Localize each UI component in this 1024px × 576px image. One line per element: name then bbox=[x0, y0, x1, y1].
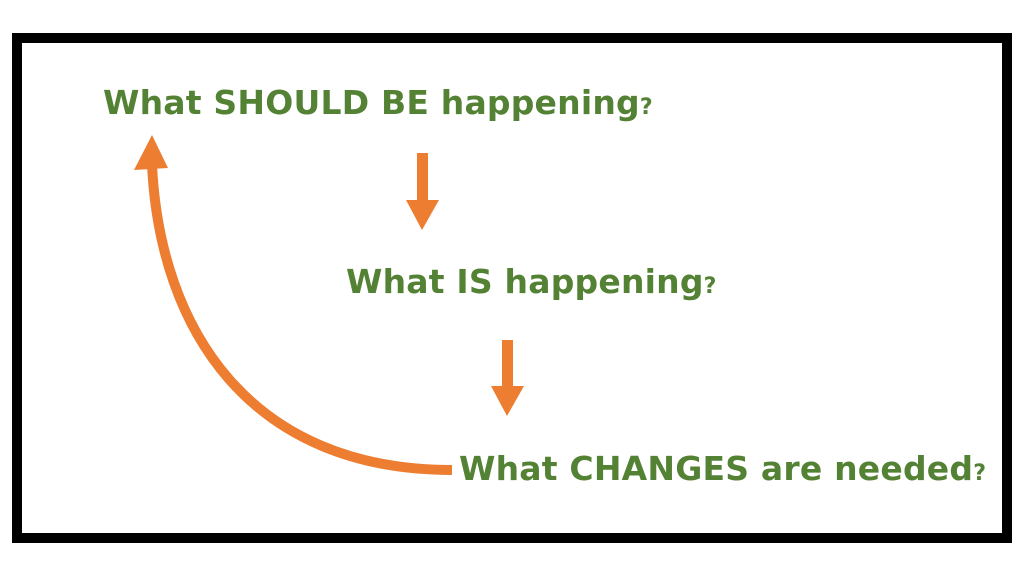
step-changes-mark: ? bbox=[973, 461, 987, 486]
down-arrow-2 bbox=[491, 340, 524, 416]
step-changes-text: What CHANGES are needed bbox=[459, 449, 974, 488]
step-is: What IS happening? bbox=[346, 265, 717, 298]
down-arrow-1 bbox=[406, 153, 439, 230]
step-should-be: What SHOULD BE happening? bbox=[103, 86, 653, 119]
step-is-text: What IS happening bbox=[346, 262, 704, 301]
step-should-be-text: What SHOULD BE happening bbox=[103, 83, 640, 122]
step-changes: What CHANGES are needed? bbox=[459, 452, 986, 485]
step-should-be-mark: ? bbox=[639, 95, 653, 120]
step-is-mark: ? bbox=[703, 274, 717, 299]
return-arrow bbox=[134, 135, 453, 475]
